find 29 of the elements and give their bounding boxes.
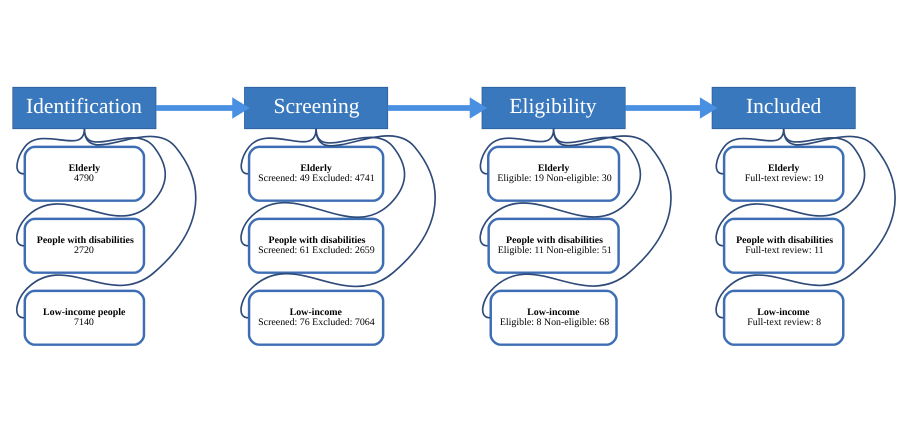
connector (715, 128, 866, 247)
node-box: Elderly Screened: 49 Excluded: 4741 (248, 146, 384, 202)
connector (482, 128, 672, 319)
node-box: Included (712, 86, 856, 130)
node-box: People with disabilities Screened: 61 Excluded: 2659 (248, 218, 384, 274)
node-box: Low-income people 7140 (24, 290, 146, 346)
node-box: Eligibility (482, 86, 626, 130)
arrow (388, 97, 488, 119)
node-box: Elderly 4790 (24, 146, 146, 202)
connector (479, 128, 642, 247)
arrow (625, 97, 718, 119)
node-box: Screening (244, 86, 388, 130)
node-box: People with disabilities Eligible: 11 Non-eligible: 51 (487, 218, 620, 274)
connector (240, 128, 406, 247)
node-box: Low-income Screened: 76 Excluded: 7064 (248, 290, 384, 346)
node-box: Elderly Full-text review: 19 (722, 146, 845, 202)
connector (16, 128, 196, 319)
node-box: People with disabilities Full-text review: 11 (722, 218, 845, 274)
connector (715, 128, 896, 319)
node-box: Elderly Eligible: 19 Non-eligible: 30 (487, 146, 620, 202)
arrow (156, 97, 250, 119)
connector (480, 128, 554, 175)
connector (240, 128, 436, 319)
node-box: Low-income Full-text review: 8 (722, 290, 845, 346)
connector (240, 128, 317, 175)
connector (716, 128, 784, 175)
node-box: Low-income Eligible: 8 Non-eligible: 68 (489, 290, 618, 346)
node-box: Identification (12, 86, 156, 130)
node-box: People with disabilities 2720 (24, 218, 146, 274)
